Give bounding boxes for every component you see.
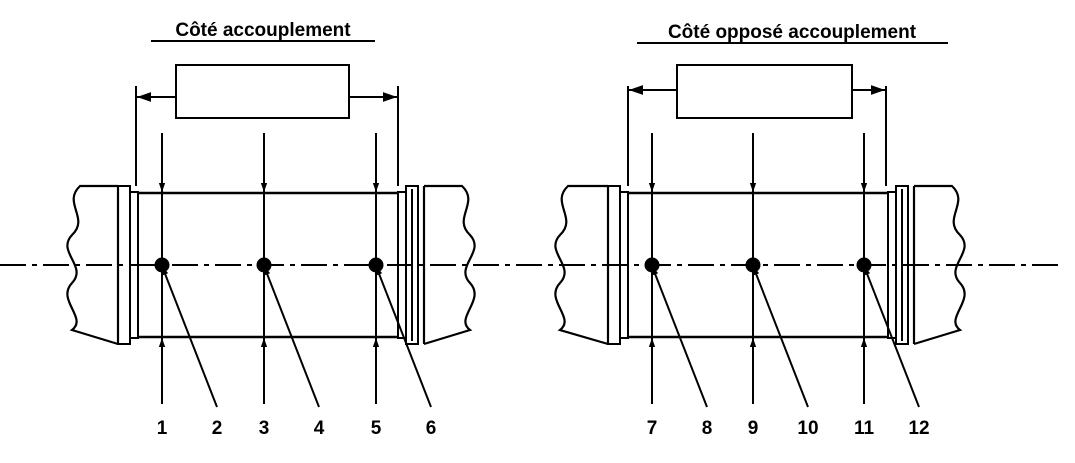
right-leader-10 (752, 265, 809, 408)
left-dim-box (175, 64, 350, 119)
left-collar-left-step (130, 191, 139, 339)
right-leader-12 (863, 265, 920, 408)
left-collar-right (405, 185, 419, 345)
label-1: 1 (157, 418, 168, 439)
right-housing-left (554, 184, 609, 346)
right-point-b (745, 257, 761, 273)
right-point-c (856, 257, 872, 273)
label-9: 9 (748, 418, 759, 439)
right-view-title: Côté opposé accouplement (668, 22, 917, 43)
left-point-b (256, 257, 272, 273)
right-point-a (644, 257, 660, 273)
left-leader-4 (263, 265, 320, 408)
left-view-title: Côté accouplement (175, 20, 351, 41)
label-4: 4 (314, 418, 325, 439)
right-view: Côté opposé accouplement (554, 22, 966, 439)
right-leader-8 (651, 265, 708, 408)
label-10: 10 (797, 418, 818, 439)
right-dim-box (676, 64, 853, 119)
label-8: 8 (702, 418, 713, 439)
left-housing-right (423, 184, 476, 346)
left-leader-2 (161, 265, 218, 408)
label-2: 2 (212, 418, 223, 439)
label-7: 7 (647, 418, 658, 439)
left-point-a (154, 257, 170, 273)
label-11: 11 (854, 418, 875, 439)
label-12: 12 (908, 418, 929, 439)
right-housing-right (913, 184, 966, 346)
left-housing-left (66, 184, 119, 346)
label-3: 3 (259, 418, 270, 439)
right-collar-right (895, 185, 909, 345)
label-6: 6 (426, 418, 437, 439)
left-leader-6 (375, 265, 432, 408)
left-collar-right-step (397, 191, 406, 339)
right-collar-left-step (620, 191, 629, 339)
left-point-c (368, 257, 384, 273)
left-view: Côté accouplement (66, 20, 476, 439)
label-5: 5 (371, 418, 382, 439)
